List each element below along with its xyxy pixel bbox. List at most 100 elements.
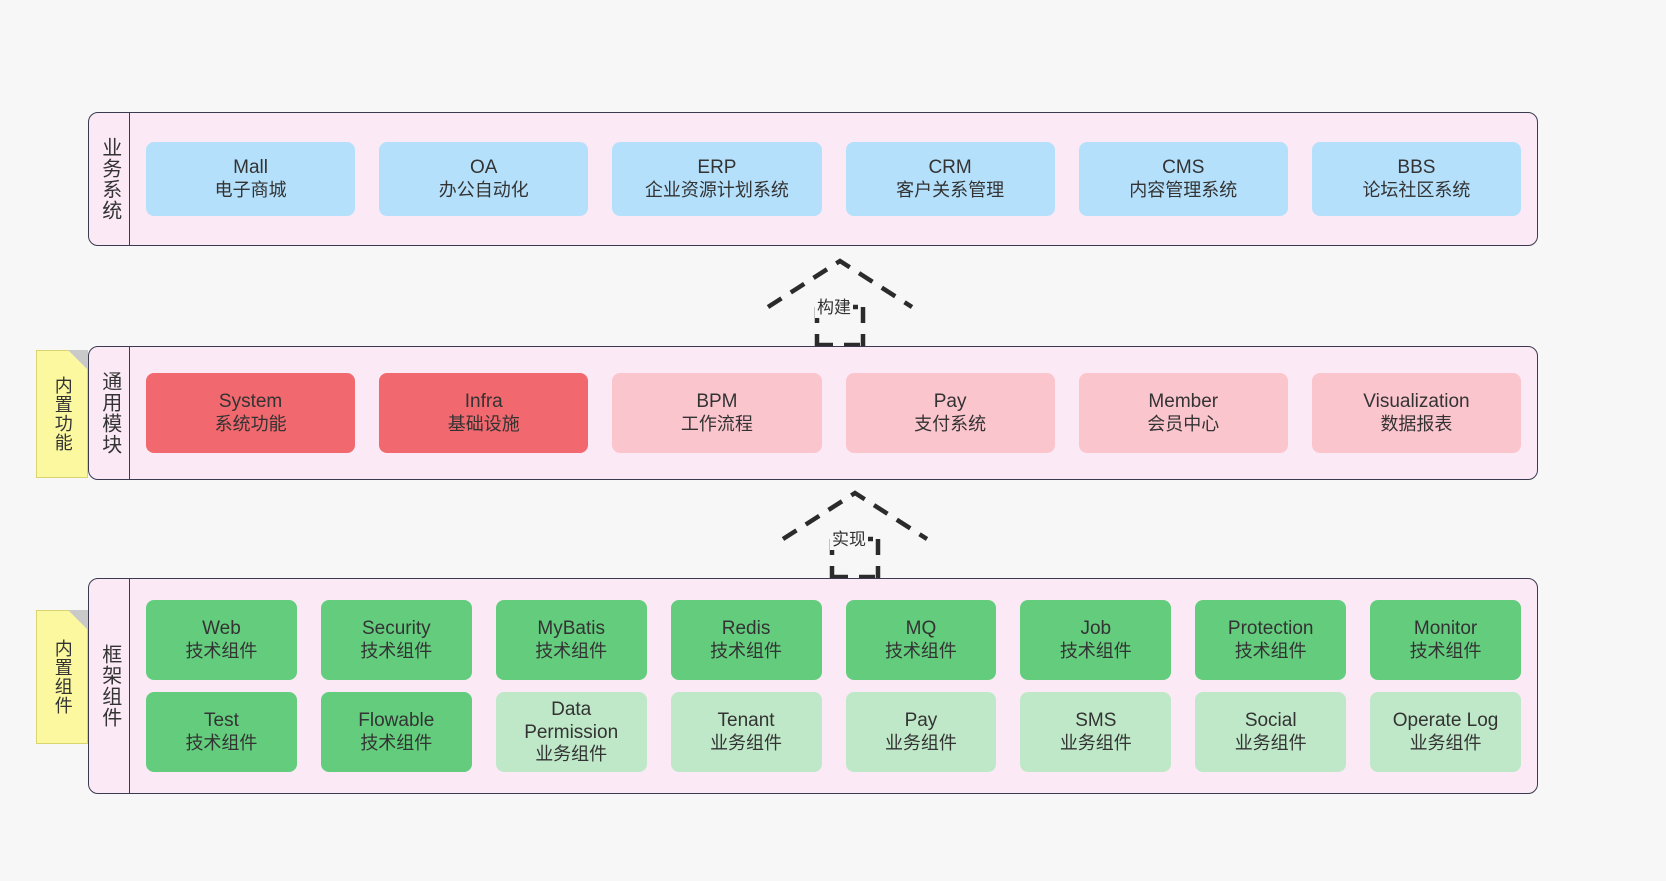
- note-builtin-function: 内置功能: [36, 350, 88, 478]
- card-row: Web 技术组件 Security 技术组件 MyBatis 技术组件 Redi…: [146, 600, 1521, 680]
- card-mall[interactable]: Mall 电子商城: [146, 142, 356, 216]
- card-title-en: Visualization: [1363, 391, 1470, 413]
- card-cms[interactable]: CMS 内容管理系统: [1078, 142, 1288, 216]
- card-title-cn: 业务组件: [1059, 732, 1132, 753]
- card-title-cn: 论坛社区系统: [1362, 179, 1471, 200]
- card-title-en: Data Permission: [524, 698, 619, 744]
- card-title-en: OA: [470, 157, 498, 179]
- card-title-en: Protection: [1227, 618, 1314, 640]
- layer-body-business-systems: Mall 电子商城 OA 办公自动化 ERP 企业资源计划系统 CRM 客户关系…: [130, 113, 1537, 245]
- layer-title-framework-components: 框架组件: [89, 579, 130, 793]
- card-title-cn: 业务组件: [710, 732, 783, 753]
- card-title-cn: 技术组件: [360, 732, 433, 753]
- card-data-permission[interactable]: Data Permission 业务组件: [495, 692, 647, 772]
- card-title-cn: 技术组件: [185, 640, 258, 661]
- card-title-en: CRM: [928, 157, 972, 179]
- card-member[interactable]: Member 会员中心: [1078, 373, 1288, 453]
- card-protection[interactable]: Protection 技术组件: [1195, 600, 1347, 680]
- card-title-en: Tenant: [717, 710, 775, 732]
- card-title-en: Social: [1244, 710, 1297, 732]
- card-title-en: CMS: [1162, 157, 1205, 179]
- arrow-build-label: 构建: [815, 293, 853, 318]
- card-title-en: Operate Log: [1392, 710, 1499, 732]
- card-security[interactable]: Security 技术组件: [320, 600, 472, 680]
- card-title-cn: 客户关系管理: [896, 179, 1005, 200]
- card-title-cn: 会员中心: [1147, 413, 1220, 434]
- card-title-cn: 技术组件: [535, 640, 608, 661]
- card-title-en: Infra: [464, 391, 503, 413]
- card-erp[interactable]: ERP 企业资源计划系统: [612, 142, 822, 216]
- card-title-cn: 办公自动化: [438, 179, 529, 200]
- card-title-en: Security: [361, 618, 431, 640]
- card-monitor[interactable]: Monitor 技术组件: [1370, 600, 1521, 680]
- card-title-cn: 技术组件: [1234, 640, 1307, 661]
- card-title-en: Monitor: [1413, 618, 1478, 640]
- card-sms[interactable]: SMS 业务组件: [1020, 692, 1172, 772]
- card-title-en: BBS: [1397, 157, 1436, 179]
- card-redis[interactable]: Redis 技术组件: [670, 600, 822, 680]
- card-title-cn: 业务组件: [1234, 732, 1307, 753]
- card-title-en: Web: [202, 618, 241, 640]
- layer-common-modules: 通用模块 System 系统功能 Infra 基础设施 BPM 工作流程 Pay…: [88, 346, 1538, 480]
- arrow-implement-label: 实现: [830, 525, 868, 550]
- card-title-cn: 业务组件: [884, 732, 957, 753]
- card-title-cn: 技术组件: [1059, 640, 1132, 661]
- card-title-cn: 技术组件: [1409, 640, 1482, 661]
- card-test[interactable]: Test 技术组件: [146, 692, 297, 772]
- card-system[interactable]: System 系统功能: [146, 373, 356, 453]
- card-title-en: Flowable: [358, 710, 435, 732]
- card-title-en: Pay: [904, 710, 938, 732]
- card-row: Test 技术组件 Flowable 技术组件 Data Permission …: [146, 692, 1521, 772]
- card-bbs[interactable]: BBS 论坛社区系统: [1311, 142, 1522, 216]
- card-title-cn: 技术组件: [360, 640, 433, 661]
- card-title-en: Member: [1148, 391, 1219, 413]
- note-label: 内置组件: [52, 639, 73, 715]
- card-crm[interactable]: CRM 客户关系管理: [845, 142, 1055, 216]
- card-title-en: Mall: [233, 157, 268, 179]
- card-bpm[interactable]: BPM 工作流程: [612, 373, 822, 453]
- card-title-cn: 业务组件: [535, 744, 608, 765]
- card-title-en: ERP: [697, 157, 737, 179]
- card-title-cn: 工作流程: [680, 413, 753, 434]
- card-title-cn: 基础设施: [447, 413, 520, 434]
- card-title-cn: 支付系统: [914, 413, 987, 434]
- card-social[interactable]: Social 业务组件: [1195, 692, 1347, 772]
- card-oa[interactable]: OA 办公自动化: [379, 142, 589, 216]
- layer-body-framework-components: Web 技术组件 Security 技术组件 MyBatis 技术组件 Redi…: [130, 579, 1537, 793]
- note-label: 内置功能: [52, 376, 73, 452]
- card-pay-component[interactable]: Pay 业务组件: [845, 692, 997, 772]
- card-title-en: SMS: [1075, 710, 1117, 732]
- card-title-en: Test: [204, 710, 239, 732]
- card-mybatis[interactable]: MyBatis 技术组件: [495, 600, 647, 680]
- card-web[interactable]: Web 技术组件: [146, 600, 297, 680]
- card-title-en: Pay: [933, 391, 967, 413]
- card-title-cn: 企业资源计划系统: [644, 179, 789, 200]
- layer-business-systems: 业务系统 Mall 电子商城 OA 办公自动化 ERP 企业资源计划系统 CRM…: [88, 112, 1538, 246]
- card-job[interactable]: Job 技术组件: [1020, 600, 1172, 680]
- card-flowable[interactable]: Flowable 技术组件: [320, 692, 472, 772]
- layer-title-business-systems: 业务系统: [89, 113, 130, 245]
- card-title-en: MQ: [905, 618, 937, 640]
- card-row: Mall 电子商城 OA 办公自动化 ERP 企业资源计划系统 CRM 客户关系…: [146, 142, 1522, 216]
- card-tenant[interactable]: Tenant 业务组件: [670, 692, 822, 772]
- card-operate-log[interactable]: Operate Log 业务组件: [1370, 692, 1521, 772]
- card-title-en: Job: [1080, 618, 1112, 640]
- card-title-en: Redis: [721, 618, 771, 640]
- card-title-cn: 数据报表: [1380, 413, 1453, 434]
- card-title-cn: 系统功能: [214, 413, 287, 434]
- card-pay-module[interactable]: Pay 支付系统: [845, 373, 1055, 453]
- card-infra[interactable]: Infra 基础设施: [379, 373, 589, 453]
- card-visualization[interactable]: Visualization 数据报表: [1311, 373, 1522, 453]
- card-title-en: MyBatis: [537, 618, 605, 640]
- card-title-en: System: [218, 391, 283, 413]
- card-title-cn: 技术组件: [884, 640, 957, 661]
- card-title-en: BPM: [696, 391, 738, 413]
- layer-title-common-modules: 通用模块: [89, 347, 130, 479]
- note-fold-corner-icon: [68, 350, 88, 370]
- note-fold-corner-icon: [68, 610, 88, 630]
- card-row: System 系统功能 Infra 基础设施 BPM 工作流程 Pay 支付系统…: [146, 373, 1522, 453]
- card-title-cn: 内容管理系统: [1129, 179, 1238, 200]
- layer-framework-components: 框架组件 Web 技术组件 Security 技术组件 MyBatis 技术组件…: [88, 578, 1538, 794]
- card-mq[interactable]: MQ 技术组件: [845, 600, 997, 680]
- card-title-cn: 技术组件: [710, 640, 783, 661]
